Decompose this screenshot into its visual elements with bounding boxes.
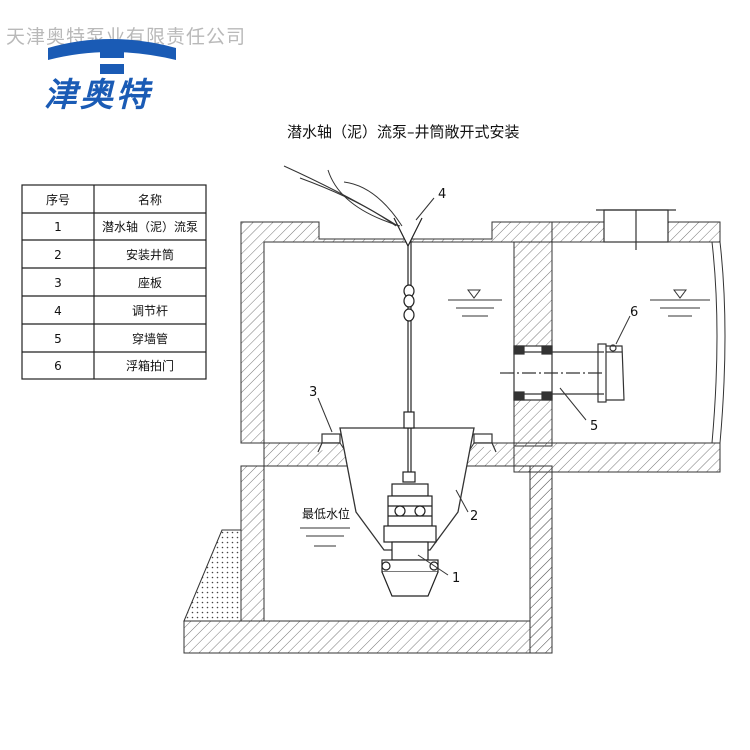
min-water-label: 最低水位 xyxy=(302,506,350,521)
table-row-no: 2 xyxy=(54,248,62,262)
table-row-name: 潜水轴（泥）流泵 xyxy=(102,219,198,234)
table-row-name: 穿墙管 xyxy=(132,331,168,346)
pump-unit xyxy=(381,483,439,597)
table-row-no: 6 xyxy=(54,359,62,373)
water-level-symbols xyxy=(300,289,710,547)
table-row-no: 4 xyxy=(54,304,62,318)
table-header-name: 名称 xyxy=(138,192,162,207)
callout-5: 5 xyxy=(590,419,598,434)
table-row-name: 调节杆 xyxy=(132,304,168,318)
concrete-structure xyxy=(183,221,721,654)
outlet-chamber-edge xyxy=(711,241,726,444)
callout-3: 3 xyxy=(309,385,317,400)
wall-pipe xyxy=(500,345,604,401)
drawing-title: 潜水轴（泥）流泵–井筒敞开式安装 xyxy=(287,123,520,141)
table-row-name: 安装井筒 xyxy=(126,247,174,262)
table-row-name: 座板 xyxy=(138,275,162,290)
table-row-name: 浮箱拍门 xyxy=(126,358,174,373)
vent-pipe xyxy=(596,209,676,250)
seat-plate-brackets xyxy=(317,433,497,453)
flap-gate xyxy=(597,343,625,403)
company-watermark: 天津奥特泵业有限责任公司 xyxy=(6,26,247,48)
table-row-no: 5 xyxy=(54,332,62,346)
company-logo xyxy=(48,39,176,74)
callout-1: 1 xyxy=(452,571,460,586)
leader-lines xyxy=(317,197,631,576)
parts-table xyxy=(21,184,207,380)
power-cables xyxy=(283,165,403,227)
table-header-no: 序号 xyxy=(46,192,70,207)
table-row-no: 3 xyxy=(54,276,62,290)
callout-2: 2 xyxy=(470,509,478,524)
callout-6: 6 xyxy=(630,305,638,320)
callout-4: 4 xyxy=(438,187,446,202)
logo-text: 津奥特 xyxy=(44,75,152,114)
table-row-no: 1 xyxy=(54,220,62,234)
